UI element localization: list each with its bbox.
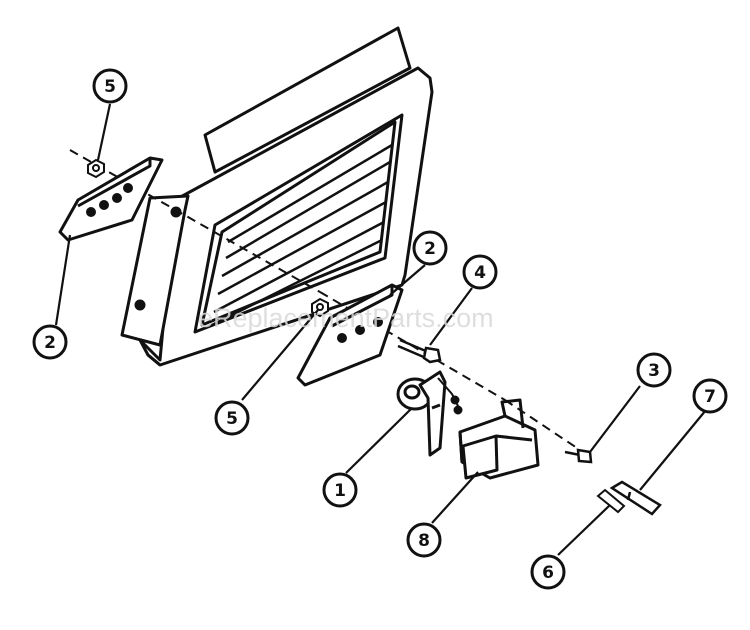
right-mounting-bracket — [296, 283, 404, 387]
rotary-switch — [396, 370, 463, 457]
callout-6: 6 — [530, 554, 566, 590]
callout-3: 3 — [636, 352, 672, 388]
callout-label: 5 — [226, 409, 238, 429]
vent-grille-housing — [120, 26, 434, 367]
switch-clip-bracket — [458, 398, 540, 480]
callout-leaders — [54, 103, 707, 556]
left-mounting-bracket — [58, 156, 164, 242]
callout-label: 6 — [542, 563, 554, 583]
pin-key — [609, 480, 662, 516]
callout-1: 1 — [322, 472, 358, 508]
watermark-text: eReplacementParts.com — [198, 303, 494, 333]
callout-2-right: 2 — [412, 230, 448, 266]
callout-2-left: 2 — [32, 324, 68, 360]
callout-4: 4 — [462, 254, 498, 290]
callout-label: 5 — [104, 77, 116, 97]
callout-5-lower: 5 — [214, 400, 250, 436]
bolt-screw — [397, 338, 442, 364]
callout-label: 4 — [474, 263, 486, 283]
callout-5-upper: 5 — [92, 68, 128, 104]
callout-7: 7 — [692, 378, 728, 414]
callout-label: 1 — [334, 481, 346, 501]
callout-label: 8 — [418, 531, 430, 551]
upper-hex-nut — [87, 158, 105, 179]
spring-clip — [596, 488, 626, 514]
callout-8: 8 — [406, 522, 442, 558]
callout-label: 3 — [648, 361, 660, 381]
callout-label: 2 — [44, 333, 56, 353]
small-screw — [564, 448, 593, 464]
callout-label: 2 — [424, 239, 436, 259]
callout-label: 7 — [704, 387, 716, 407]
